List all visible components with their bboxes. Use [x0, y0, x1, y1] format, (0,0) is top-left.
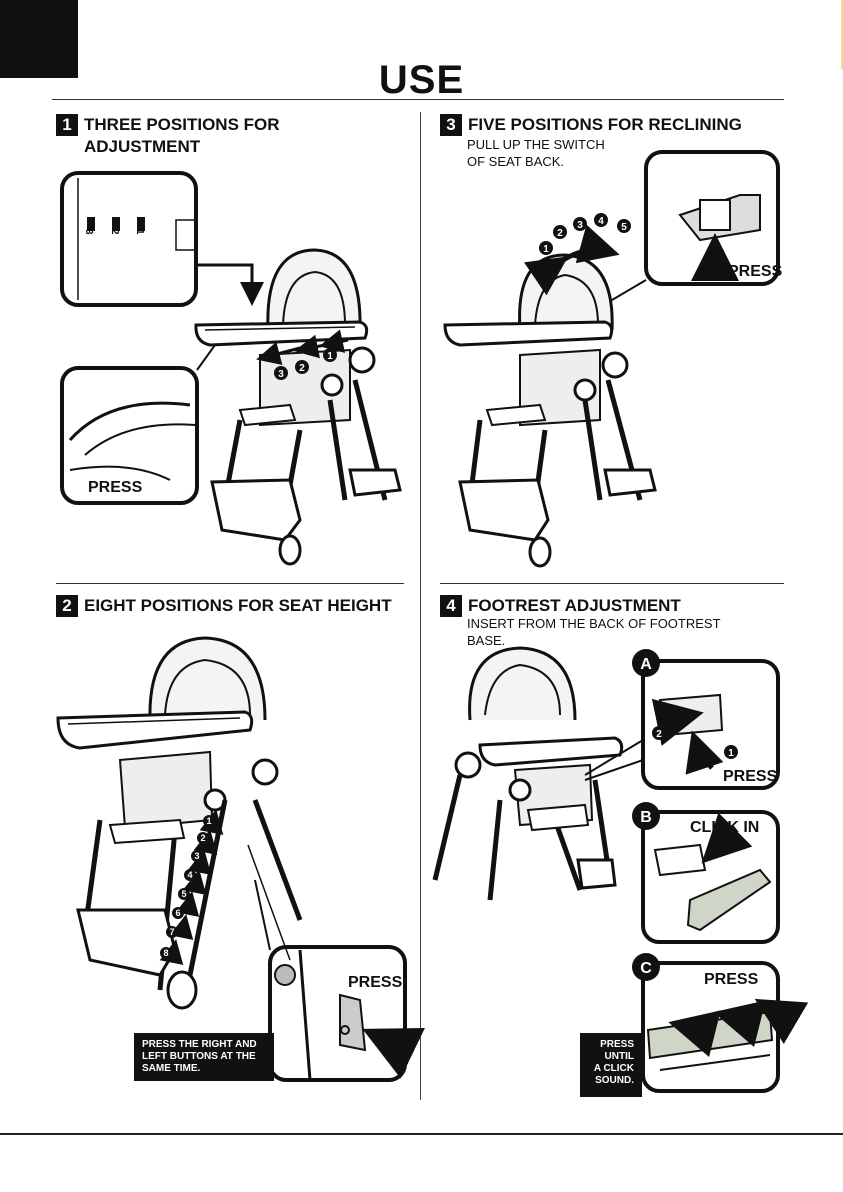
- detail-letters: A B C: [632, 649, 660, 981]
- section-3-header: 3 FIVE POSITIONS FOR RECLINING: [440, 114, 742, 136]
- svg-text:5: 5: [621, 222, 627, 233]
- section-number: 1: [56, 114, 78, 136]
- note-line: UNTIL: [604, 1051, 634, 1062]
- press-label-tray: PRESS: [88, 479, 143, 496]
- svg-text:C: C: [640, 960, 652, 977]
- svg-text:3: 3: [194, 851, 199, 861]
- section-1-header: 1 THREE POSITIONS FOR ADJUSTMENT: [56, 114, 280, 158]
- highchair-illustration-3: [443, 150, 780, 568]
- instruction-line1: INSERT FROM THE BACK OF FOOTREST: [467, 616, 721, 631]
- detail-callout-tray: [60, 366, 199, 505]
- detail-callout-height: [268, 945, 407, 1082]
- row-divider-right: [440, 583, 784, 584]
- svg-text:7: 7: [169, 927, 174, 937]
- svg-text:3: 3: [83, 229, 94, 235]
- section-number: 4: [440, 595, 462, 617]
- svg-text:2: 2: [656, 729, 662, 740]
- svg-text:5: 5: [181, 889, 186, 899]
- row-divider-left: [56, 583, 404, 584]
- svg-text:A: A: [640, 656, 652, 673]
- svg-text:1: 1: [543, 244, 549, 255]
- note-line: A CLICK: [593, 1063, 634, 1074]
- detail-callout-b: [641, 810, 780, 944]
- title-divider: [52, 99, 784, 100]
- section-4-instruction: INSERT FROM THE BACK OF FOOTREST BASE.: [467, 615, 721, 649]
- instruction-line2: OF SEAT BACK.: [467, 154, 565, 169]
- detail-callout-a: [641, 659, 780, 790]
- section-title-line1: THREE POSITIONS FOR: [84, 115, 280, 134]
- height-step-numbers: 1 2 3 4 5 6 7 8: [160, 815, 215, 959]
- note-line: SAME TIME.: [142, 1063, 201, 1074]
- instruction-line2: BASE.: [467, 633, 506, 648]
- svg-text:1: 1: [728, 748, 734, 759]
- detail-callout-recline: [644, 150, 780, 286]
- section-4-header: 4 FOOTREST ADJUSTMENT: [440, 595, 681, 617]
- svg-text:B: B: [640, 809, 652, 826]
- svg-text:1: 1: [206, 816, 211, 826]
- section-title: THREE POSITIONS FOR ADJUSTMENT: [84, 114, 280, 158]
- section-2-header: 2 EIGHT POSITIONS FOR SEAT HEIGHT: [56, 595, 392, 617]
- numbered-step-icon: 1: [327, 351, 333, 362]
- section-title: FIVE POSITIONS FOR RECLINING: [468, 115, 742, 134]
- svg-text:2: 2: [109, 229, 120, 235]
- note-line: LEFT BUTTONS AT THE: [142, 1051, 256, 1062]
- section-number: 2: [56, 595, 78, 617]
- highchair-illustration-4: [432, 646, 809, 1093]
- note-height: PRESS THE RIGHT AND LEFT BUTTONS AT THE …: [134, 1033, 274, 1081]
- highchair-illustration-1: [60, 171, 402, 566]
- svg-text:1: 1: [134, 229, 145, 235]
- note-line: PRESS: [600, 1039, 634, 1050]
- recline-step-numbers: 1 2 3 4 5: [539, 213, 631, 255]
- numbered-step-icon: 2: [299, 363, 305, 374]
- note-line: SOUND.: [595, 1075, 634, 1086]
- press-label-recline: PRESS: [728, 263, 783, 280]
- note-footrest: PRESS UNTIL A CLICK SOUND.: [580, 1033, 642, 1097]
- instruction-line1: PULL UP THE SWITCH: [467, 137, 605, 152]
- column-divider: [420, 112, 421, 1100]
- corner-tab: [0, 0, 78, 78]
- svg-text:2: 2: [200, 833, 205, 843]
- press-label-c: PRESS: [704, 971, 759, 988]
- page-title: USE: [378, 58, 465, 102]
- section-title: EIGHT POSITIONS FOR SEAT HEIGHT: [84, 596, 392, 615]
- click-in-label: CLICK IN: [690, 819, 760, 836]
- footer-divider: [0, 1133, 843, 1135]
- svg-text:8: 8: [163, 948, 168, 958]
- page-edge-mark: [841, 0, 843, 70]
- svg-text:2: 2: [557, 228, 563, 239]
- tray-step-numbers: 1 2 3: [274, 348, 337, 380]
- section-number: 3: [440, 114, 462, 136]
- highchair-illustration-2: [56, 636, 425, 1082]
- svg-text:4: 4: [187, 870, 192, 880]
- section-title: FOOTREST ADJUSTMENT: [468, 596, 681, 615]
- section-3-instruction: PULL UP THE SWITCH OF SEAT BACK.: [467, 136, 605, 170]
- footrest-step-numbers: 2 1: [652, 726, 738, 759]
- section-title-line2: ADJUSTMENT: [84, 137, 201, 156]
- note-line: PRESS THE RIGHT AND: [142, 1039, 257, 1050]
- svg-text:3: 3: [577, 220, 583, 231]
- press-label-height: PRESS: [348, 974, 403, 991]
- svg-text:4: 4: [598, 216, 604, 227]
- press-label-a: PRESS: [723, 768, 778, 785]
- svg-text:6: 6: [175, 908, 180, 918]
- numbered-step-icon: 3: [278, 369, 284, 380]
